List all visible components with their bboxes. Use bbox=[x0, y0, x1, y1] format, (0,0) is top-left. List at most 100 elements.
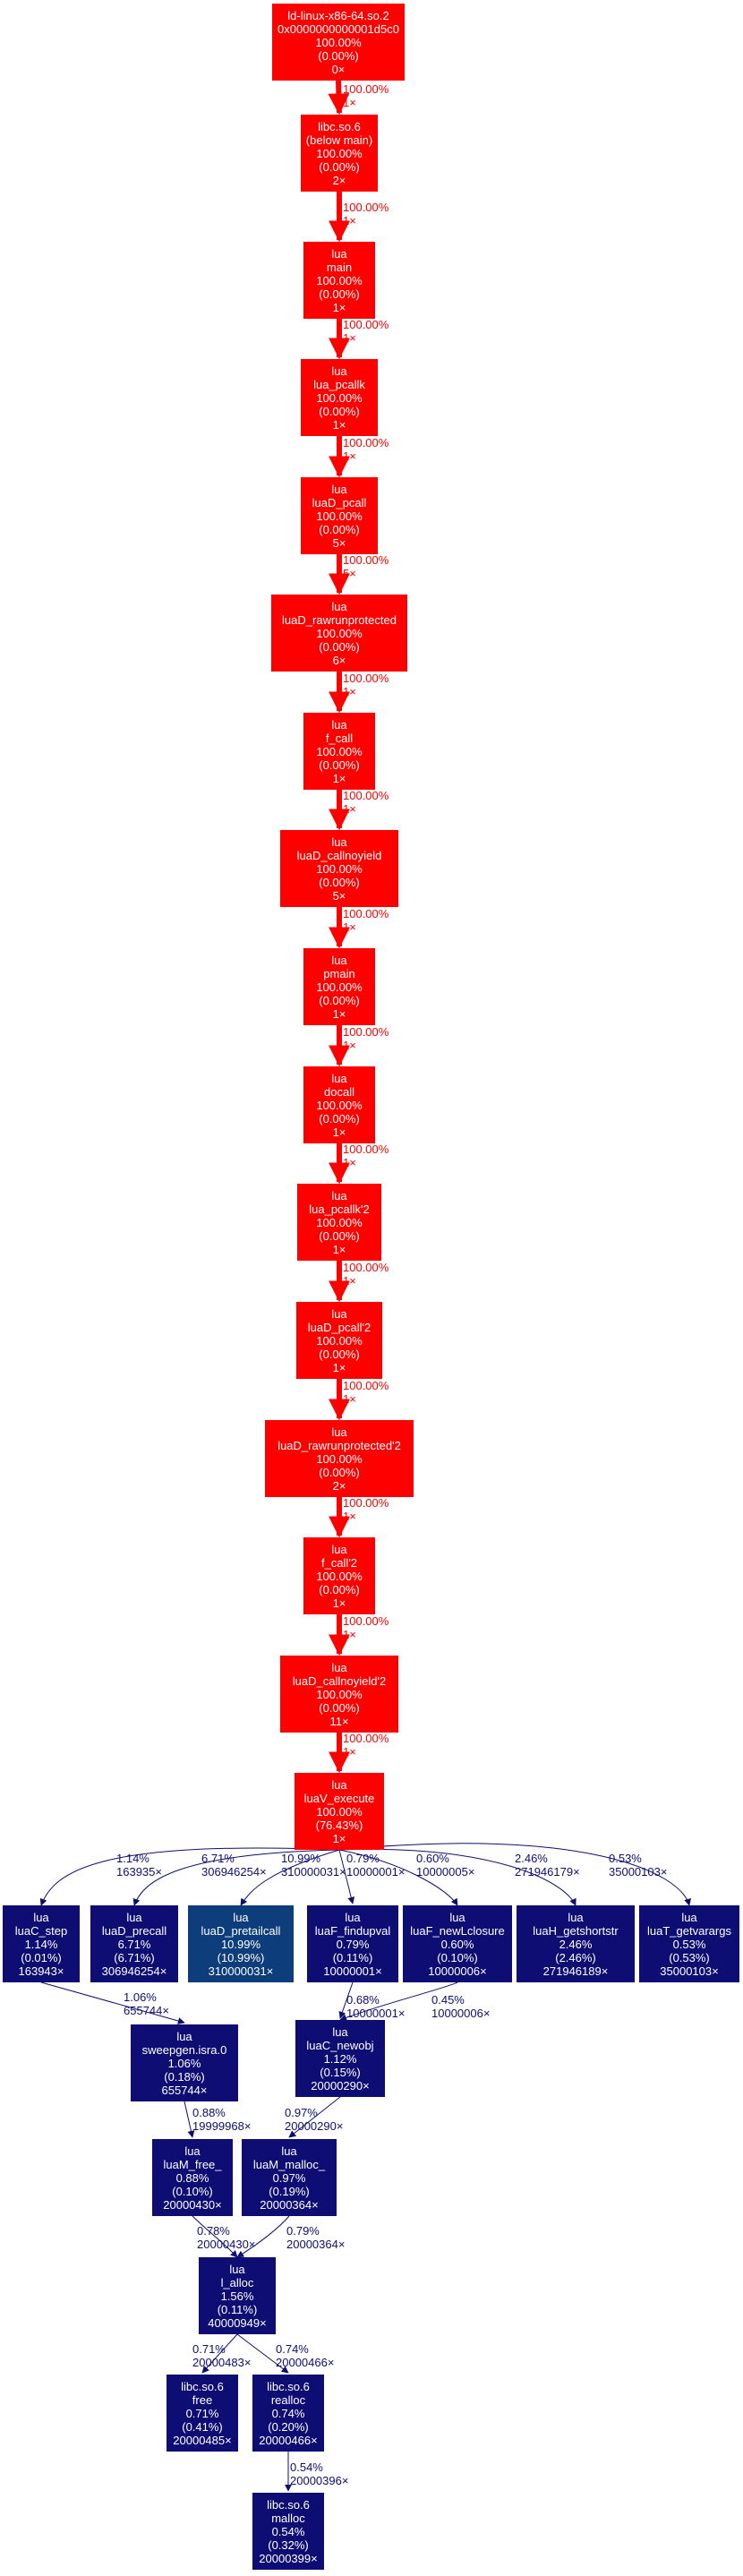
edge-label: 20000466× bbox=[276, 2356, 334, 2369]
node-text-line: 306946254× bbox=[101, 1964, 167, 1978]
node-text-line: luaC_newobj bbox=[306, 2038, 374, 2052]
edge-label: 100.00% bbox=[343, 1261, 389, 1274]
node-text-line: main bbox=[326, 260, 353, 274]
edge-luav-execute-to-luac-step bbox=[39, 1847, 340, 1906]
node-text-line: malloc bbox=[271, 2511, 305, 2525]
node-text-line: (0.01%) bbox=[21, 1950, 62, 1964]
node-text-line: luaM_free_ bbox=[163, 2157, 222, 2171]
edge-label: 20000290× bbox=[285, 2119, 343, 2133]
node-text-line: (0.15%) bbox=[320, 2065, 361, 2079]
node-text-line: 0.53% bbox=[672, 1937, 706, 1951]
node-text-line: lua bbox=[681, 1910, 697, 1924]
edge-label: 100.00% bbox=[343, 318, 389, 331]
node-text-line: ld-linux-x86-64.so.2 bbox=[287, 8, 389, 22]
node-text-line: 11× bbox=[329, 1714, 349, 1728]
node-text-line: 100.00% bbox=[316, 273, 363, 287]
edge-label: 10000006× bbox=[431, 2007, 490, 2020]
node-libc-main[interactable]: libc.so.6(below main)100.00%(0.00%)2× bbox=[301, 115, 378, 192]
node-text-line: luaD_callnoyield bbox=[296, 848, 382, 862]
node-text-line: lua bbox=[331, 834, 347, 849]
node-text-line: luaH_getshortstr bbox=[533, 1923, 619, 1938]
node-text-line: lua bbox=[331, 1306, 347, 1321]
node-text-line: 1× bbox=[332, 771, 346, 785]
node-text-line: (0.00%) bbox=[319, 1582, 360, 1596]
node-text-line: 20000466× bbox=[259, 2433, 318, 2447]
edge-label: 0.54% bbox=[290, 2460, 323, 2474]
node-text-line: (0.00%) bbox=[318, 48, 359, 63]
edge-label: 1.14% bbox=[116, 1852, 149, 1865]
node-text-line: 100.00% bbox=[316, 626, 363, 640]
edge-luaf-findupval-to-luac-newobj bbox=[338, 1981, 354, 2019]
node-text-line: (0.00%) bbox=[319, 404, 360, 418]
edge-label: 1× bbox=[343, 1745, 356, 1759]
node-text-line: 5× bbox=[332, 535, 346, 550]
edge-label: 100.00% bbox=[343, 82, 389, 96]
node-text-line: lua bbox=[331, 1660, 347, 1674]
node-text-line: 1× bbox=[332, 1596, 346, 1610]
node-text-line: lua bbox=[331, 1542, 347, 1556]
node-text-line: lua bbox=[331, 599, 347, 613]
node-text-line: 310000031× bbox=[208, 1964, 274, 1978]
edge-luam-free--to-l-alloc bbox=[192, 2215, 238, 2258]
node-text-line: 1× bbox=[332, 1125, 346, 1139]
node-text-line: (76.43%) bbox=[315, 1818, 363, 1832]
edge-luaf-newlclosure-to-luac-newobj bbox=[339, 1981, 458, 2022]
node-text-line: 1× bbox=[332, 417, 346, 432]
edge-label: 1× bbox=[343, 1274, 356, 1288]
node-text-line: 10000006× bbox=[428, 1964, 487, 1978]
edge-label: 5× bbox=[343, 567, 356, 580]
node-text-line: docall bbox=[324, 1084, 354, 1099]
node-text-line: lua bbox=[126, 1910, 142, 1924]
node-text-line: luaF_newLclosure bbox=[410, 1923, 505, 1938]
edge-label: 1× bbox=[343, 1510, 356, 1523]
node-text-line: 1× bbox=[332, 1831, 346, 1845]
node-text-line: (0.41%) bbox=[182, 2419, 223, 2434]
edge-label: 0.45% bbox=[431, 1993, 465, 2007]
node-text-line: lua bbox=[176, 2029, 192, 2043]
edge-label: 100.00% bbox=[343, 672, 389, 685]
node-text-line: 100.00% bbox=[316, 744, 363, 758]
edge-label: 306946254× bbox=[201, 1865, 267, 1879]
node-text-line: lua bbox=[331, 953, 347, 967]
edge-label: 0.79% bbox=[346, 1852, 380, 1865]
node-text-line: (below main) bbox=[305, 133, 373, 147]
edge-label: 0.97% bbox=[285, 2106, 318, 2119]
node-text-line: lua bbox=[33, 1910, 49, 1924]
node-text-line: 6.71% bbox=[117, 1937, 151, 1951]
node-text-line: (0.19%) bbox=[269, 2184, 310, 2198]
node-text-line: luaF_findupval bbox=[314, 1923, 391, 1938]
node-text-line: lua bbox=[331, 1188, 347, 1202]
node-text-line: 100.00% bbox=[316, 861, 363, 876]
